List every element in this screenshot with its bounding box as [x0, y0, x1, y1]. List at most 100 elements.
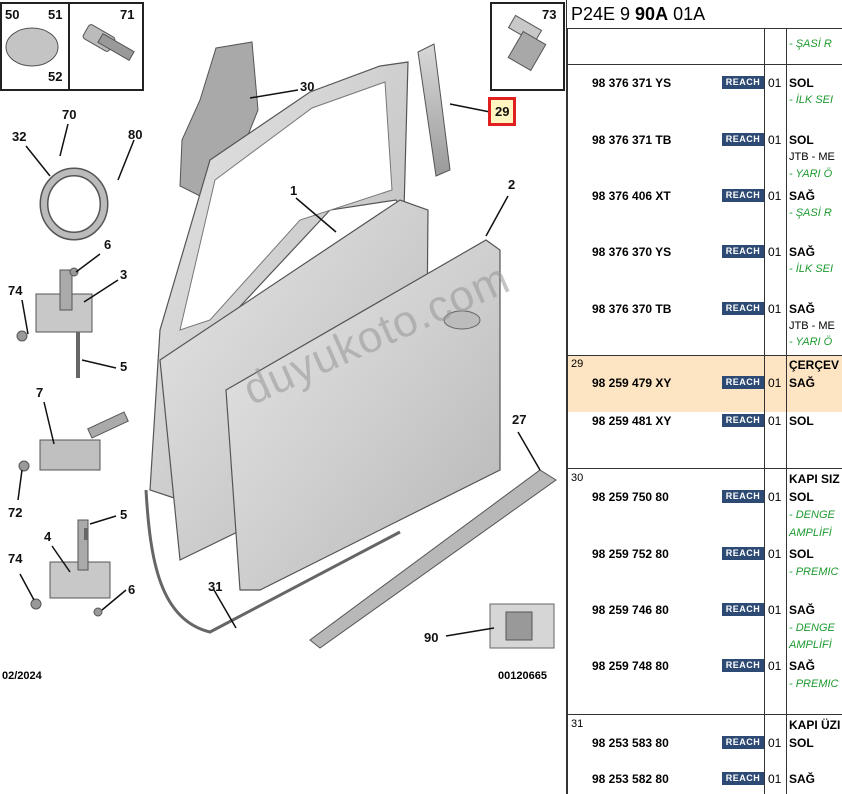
part-number[interactable]: 98 376 406 XT: [592, 189, 671, 203]
row-note: - ŞASİ R: [789, 207, 832, 219]
description: SOL: [789, 414, 814, 428]
callout-5-lower[interactable]: 5: [120, 507, 128, 522]
callout-70[interactable]: 70: [62, 107, 77, 122]
reach-badge: REACH: [722, 772, 764, 785]
callout-29-highlighted[interactable]: 29: [488, 97, 517, 126]
column-line: [764, 28, 765, 794]
outer-door-panel: [225, 239, 501, 591]
part-number[interactable]: 98 253 582 80: [592, 772, 669, 786]
callout-74-lower[interactable]: 74: [8, 551, 23, 566]
catalog-code-group: 90A: [635, 4, 669, 24]
reach-badge: REACH: [722, 490, 764, 503]
description: SAĞ: [789, 189, 816, 203]
callout-80[interactable]: 80: [128, 127, 143, 142]
description: SOL: [789, 547, 814, 561]
quantity: 01: [768, 76, 782, 90]
nut-73: [507, 14, 547, 72]
reach-badge: REACH: [722, 133, 764, 146]
quantity: 01: [768, 547, 782, 561]
part-number[interactable]: 98 253 583 80: [592, 736, 669, 750]
door-check-strap: [39, 411, 129, 471]
catalog-code-suffix: 01A: [668, 4, 706, 24]
bolts: [16, 267, 103, 617]
part-number[interactable]: 98 376 371 YS: [592, 76, 672, 90]
part-number[interactable]: 98 376 370 YS: [592, 245, 672, 259]
callout-71[interactable]: 71: [120, 7, 135, 22]
callout-1[interactable]: 1: [290, 183, 298, 198]
reach-badge: REACH: [722, 189, 764, 202]
reach-badge: REACH: [722, 76, 764, 89]
reach-badge: REACH: [722, 659, 764, 672]
row-note: - İLK SEI: [789, 263, 834, 275]
reach-badge: REACH: [722, 547, 764, 560]
callout-2[interactable]: 2: [508, 177, 516, 192]
callout-7[interactable]: 7: [36, 385, 44, 400]
quantity: 01: [768, 490, 782, 504]
row-note: AMPLİFİ: [789, 527, 832, 539]
quantity: 01: [768, 189, 782, 203]
callout-74-upper[interactable]: 74: [8, 283, 23, 298]
window-frame-trim: [417, 43, 451, 177]
reference-number: 31: [571, 718, 584, 730]
catalog-code-prefix: P24E 9: [571, 4, 636, 24]
quantity: 01: [768, 245, 782, 259]
quantity: 01: [768, 772, 782, 786]
quantity: 01: [768, 133, 782, 147]
callout-27[interactable]: 27: [512, 412, 527, 427]
window-opening: [179, 81, 393, 331]
callout-5-upper[interactable]: 5: [120, 359, 128, 374]
callout-72[interactable]: 72: [8, 505, 23, 520]
part-number[interactable]: 98 376 371 TB: [592, 133, 672, 147]
description: SAĞ: [789, 772, 816, 786]
weather-seal: [144, 489, 401, 634]
description: KAPI ÜZI: [789, 718, 841, 732]
hinge-upper: [35, 269, 93, 333]
callout-31[interactable]: 31: [208, 579, 223, 594]
speaker-ring: [39, 167, 109, 241]
part-number[interactable]: 98 259 746 80: [592, 603, 669, 617]
plug-cap: [5, 27, 59, 67]
reach-badge: REACH: [722, 302, 764, 315]
reference-number: 30: [571, 472, 584, 484]
quantity: 01: [768, 414, 782, 428]
description: SAĞ: [789, 302, 816, 316]
part-number[interactable]: 98 259 748 80: [592, 659, 669, 673]
callout-50[interactable]: 50: [5, 7, 20, 22]
description-side: SAĞ: [789, 376, 816, 390]
row-note: - PREMIC: [789, 678, 839, 690]
part-number[interactable]: 98 259 481 XY: [592, 414, 672, 428]
reach-badge: REACH: [722, 376, 764, 389]
part-number[interactable]: 98 259 750 80: [592, 490, 669, 504]
screw-71: [82, 24, 135, 62]
callout-3[interactable]: 3: [120, 267, 128, 282]
row-note: AMPLİFİ: [789, 639, 832, 651]
column-line: [567, 28, 568, 794]
callout-73[interactable]: 73: [542, 7, 557, 22]
door-sill-trim: [309, 469, 557, 649]
leader-lines: [17, 89, 541, 637]
door-handle: [443, 310, 481, 330]
description-side: SOL: [789, 736, 814, 750]
callout-6-lower[interactable]: 6: [128, 582, 136, 597]
description: ÇERÇEV: [789, 358, 840, 372]
part-number[interactable]: 98 259 479 XY: [592, 376, 672, 390]
callout-90[interactable]: 90: [424, 630, 439, 645]
row-note: JTB - ME: [789, 151, 835, 163]
description: SAĞ: [789, 603, 816, 617]
description-side: SOL: [789, 490, 814, 504]
row-note: - İLK SEI: [789, 94, 834, 106]
row-note: - YARI Ö: [789, 168, 833, 180]
reference-number: 29: [571, 358, 584, 370]
callout-6-upper[interactable]: 6: [104, 237, 112, 252]
diagram-date: 02/2024: [2, 670, 42, 682]
part-number[interactable]: 98 376 370 TB: [592, 302, 672, 316]
quantity: 01: [768, 302, 782, 316]
callout-52[interactable]: 52: [48, 69, 63, 84]
part-number[interactable]: 98 259 752 80: [592, 547, 669, 561]
quantity: 01: [768, 603, 782, 617]
description: SOL: [789, 133, 814, 147]
callout-32[interactable]: 32: [12, 129, 27, 144]
callout-4[interactable]: 4: [44, 529, 52, 544]
callout-30[interactable]: 30: [300, 79, 315, 94]
callout-51[interactable]: 51: [48, 7, 63, 22]
